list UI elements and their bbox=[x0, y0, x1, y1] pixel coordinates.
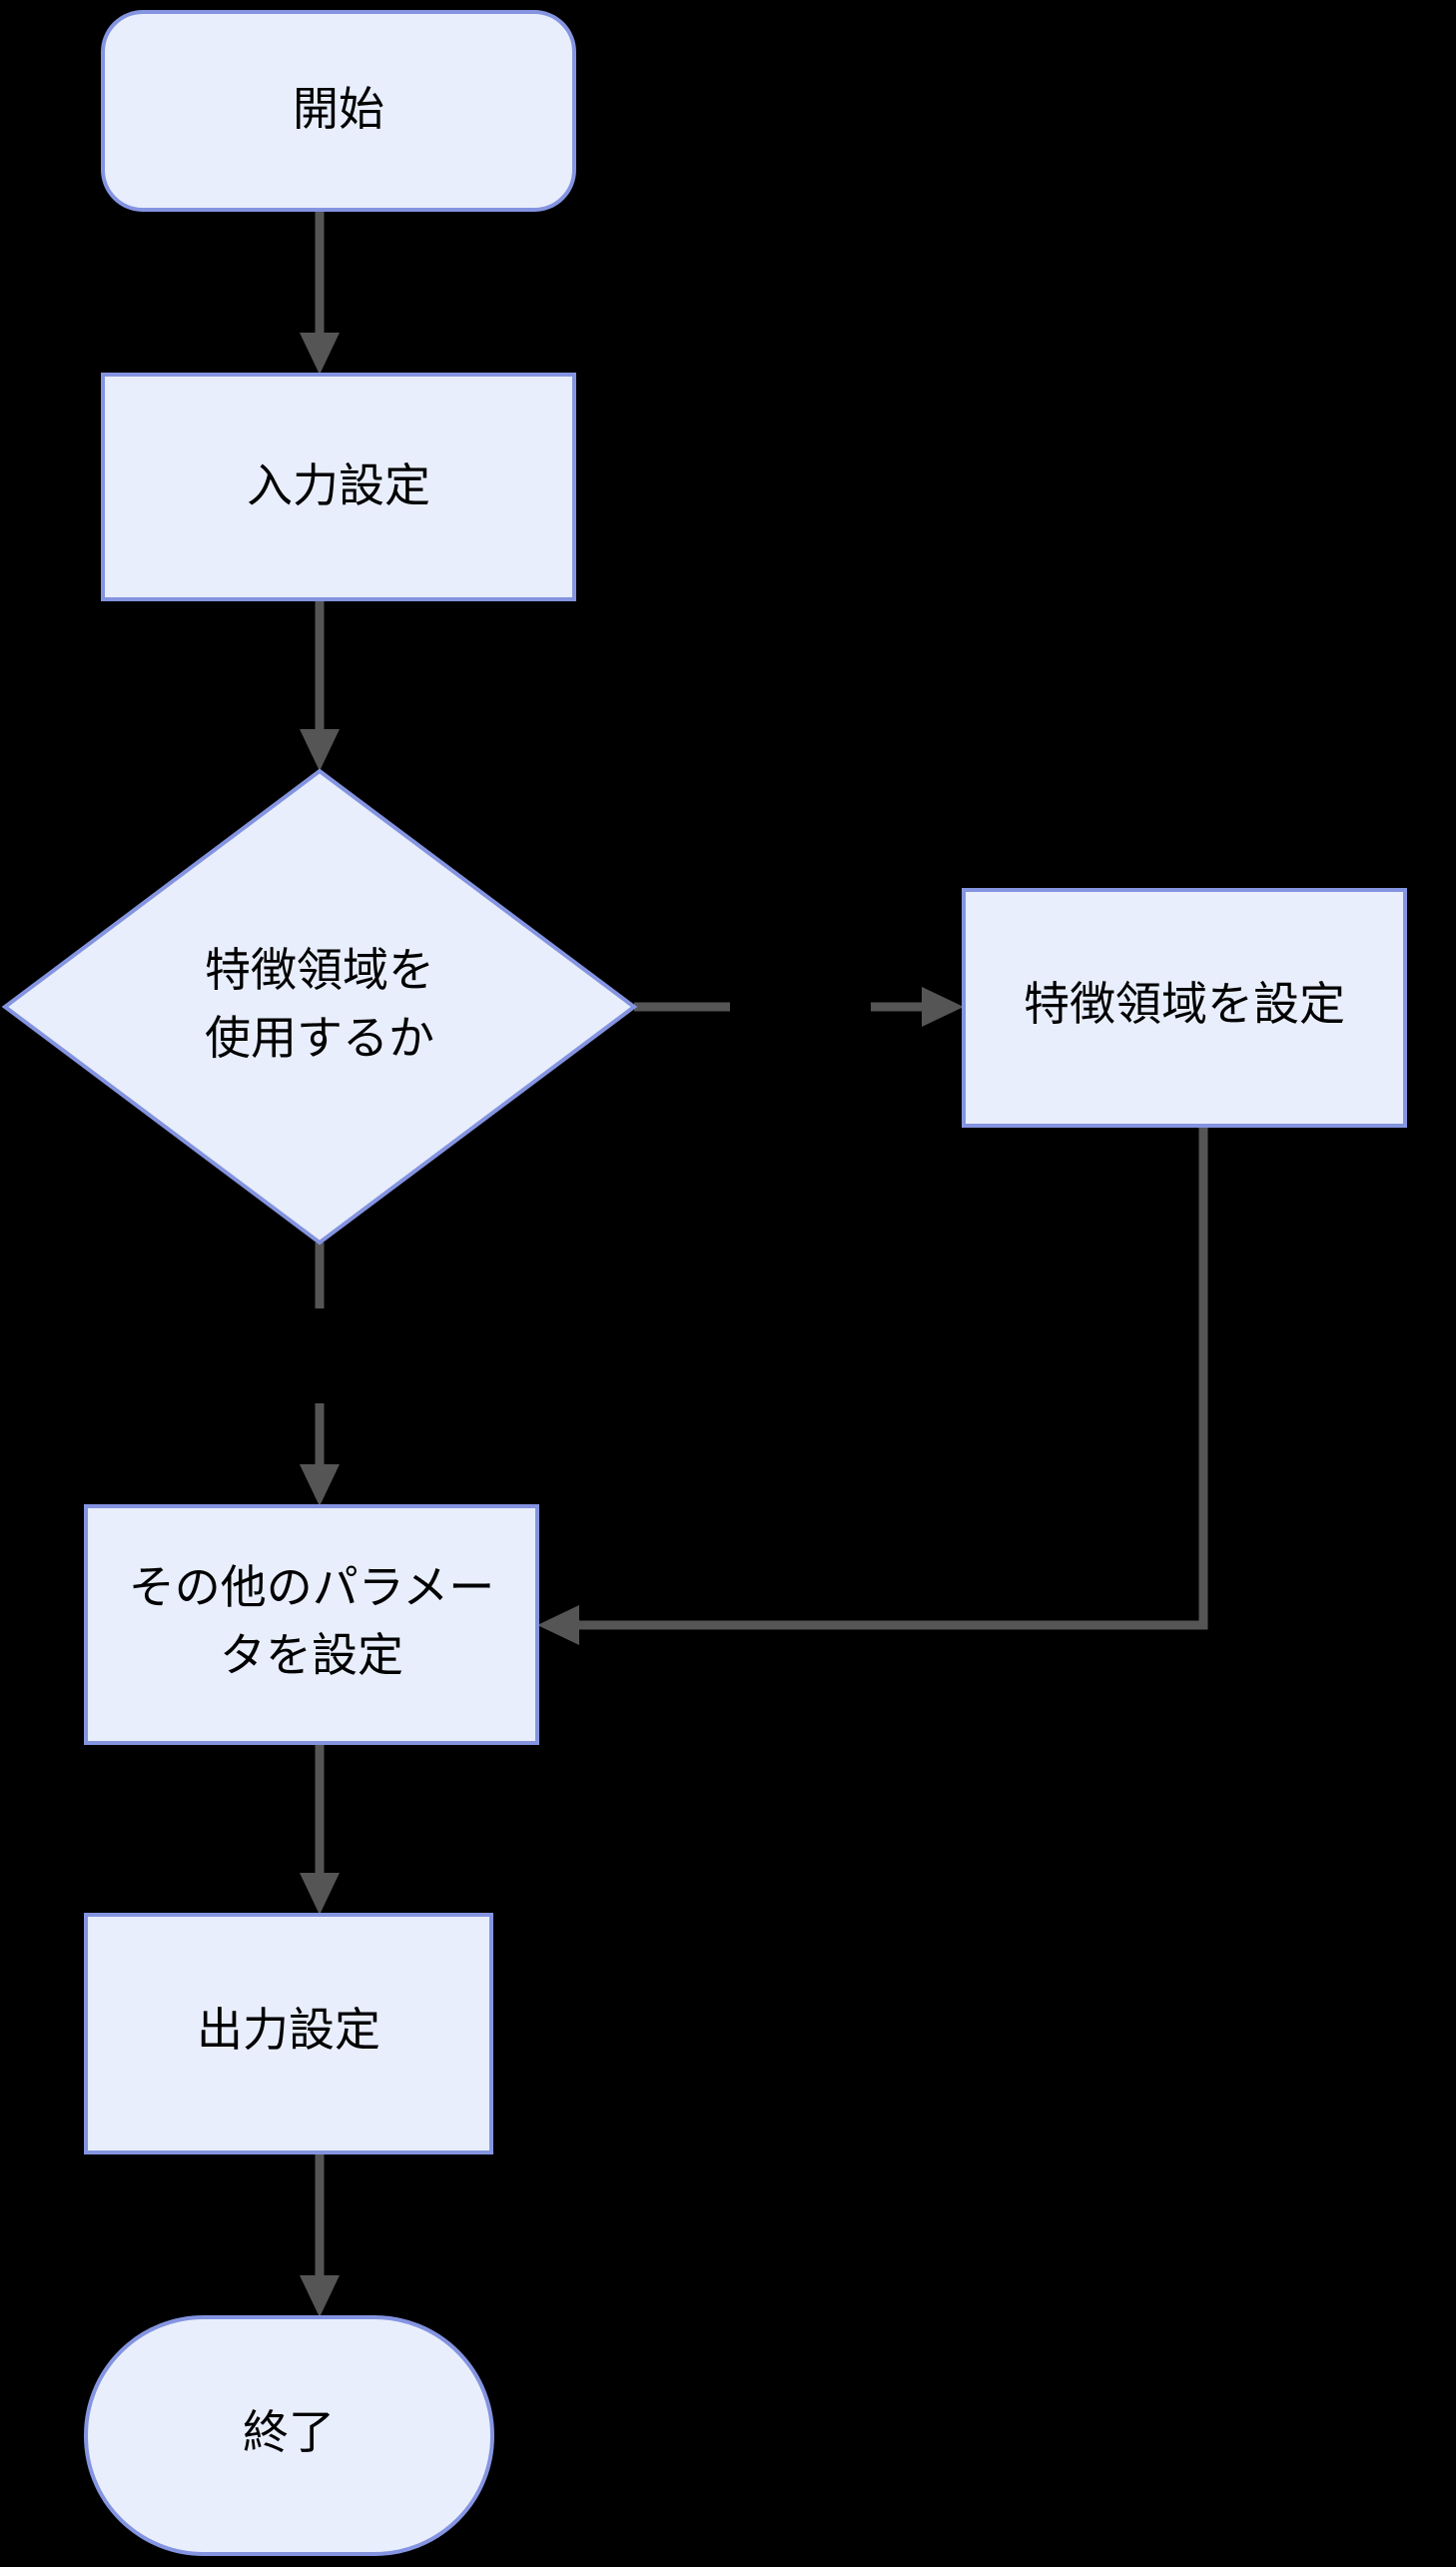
node-use-feature-region-label-line-2: 使用するか bbox=[205, 1012, 434, 1064]
edge-set-feature-region-to-set-other-parameters bbox=[537, 1126, 1208, 1645]
node-set-other-parameters[interactable]: その他のパラメー タを設定 bbox=[84, 1504, 539, 1745]
node-use-feature-region[interactable]: 特徴領域を 使用するか bbox=[1, 768, 638, 1246]
node-end-shape[interactable] bbox=[84, 2315, 494, 2556]
node-input-settings[interactable]: 入力設定 bbox=[101, 373, 576, 601]
node-set-other-parameters-label-line-1: その他のパラメー bbox=[129, 1561, 495, 1613]
node-set-feature-region-label: 特徴領域を設定 bbox=[1024, 978, 1345, 1030]
edge-decision-to-set-other-parameters bbox=[300, 1243, 340, 1506]
node-input-settings-label: 入力設定 bbox=[247, 459, 430, 511]
edge-output-settings-to-end bbox=[300, 2152, 340, 2317]
node-end[interactable]: 終了 bbox=[84, 2315, 494, 2556]
node-use-feature-region-shape[interactable] bbox=[1, 768, 638, 1246]
node-set-feature-region-shape[interactable] bbox=[962, 888, 1407, 1128]
node-output-settings-shape[interactable] bbox=[84, 1913, 493, 2154]
node-start[interactable]: 開始 bbox=[101, 10, 576, 212]
node-start-shape[interactable] bbox=[101, 10, 576, 212]
edge-set-other-parameters-to-output-settings bbox=[300, 1743, 340, 1915]
edge-input-settings-to-decision bbox=[300, 599, 340, 771]
node-set-feature-region[interactable]: 特徴領域を設定 bbox=[962, 888, 1407, 1128]
node-input-settings-shape[interactable] bbox=[101, 373, 576, 601]
node-start-label: 開始 bbox=[293, 83, 384, 135]
node-output-settings[interactable]: 出力設定 bbox=[84, 1913, 493, 2154]
node-set-other-parameters-shape[interactable] bbox=[84, 1504, 539, 1745]
node-end-label: 終了 bbox=[243, 2406, 335, 2458]
node-output-settings-label: 出力設定 bbox=[197, 2004, 380, 2056]
node-use-feature-region-label-line-1: 特徴領域を bbox=[205, 944, 434, 996]
edge-decision-to-set-feature-region bbox=[634, 987, 964, 1027]
node-set-other-parameters-label-line-2: タを設定 bbox=[220, 1629, 403, 1681]
edge-start-to-input-settings bbox=[300, 210, 340, 375]
